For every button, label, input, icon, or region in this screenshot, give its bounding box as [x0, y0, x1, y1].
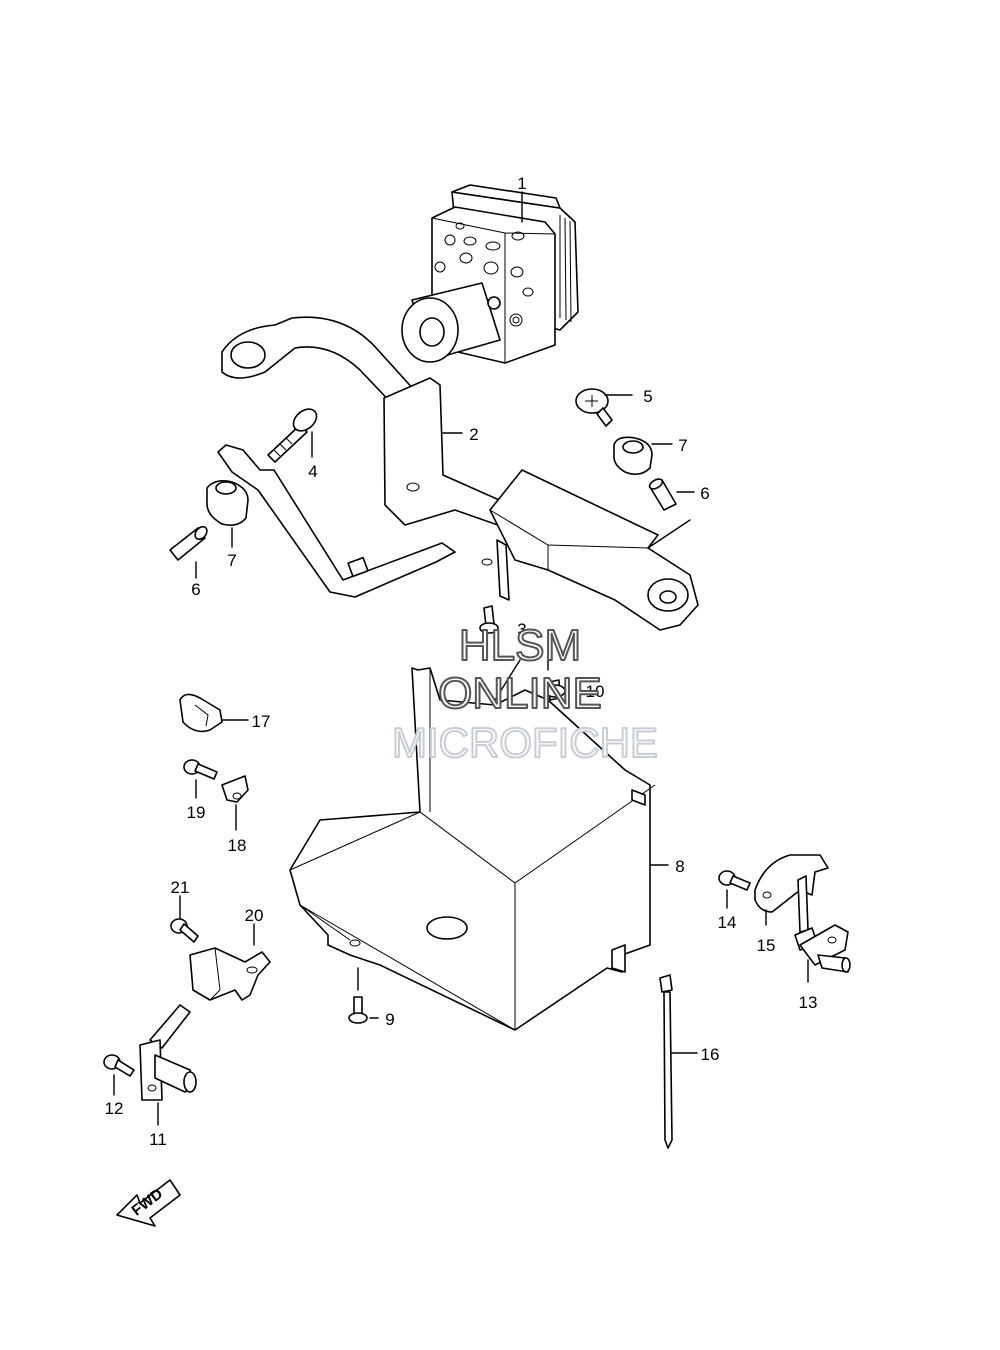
callout-14[interactable]: 14 [718, 913, 737, 932]
abs-unit-bracket[interactable] [217, 316, 699, 631]
callout-8[interactable]: 8 [675, 857, 684, 876]
callout-18[interactable]: 18 [228, 836, 247, 855]
cable-tie-16[interactable] [659, 974, 673, 1149]
callout-7a[interactable]: 7 [227, 551, 236, 570]
callout-16[interactable]: 16 [701, 1045, 720, 1064]
watermark: HLSM ONLINE MICROFICHE [391, 620, 659, 767]
bolt-19[interactable] [183, 759, 218, 780]
callout-12[interactable]: 12 [105, 1099, 124, 1118]
callout-20[interactable]: 20 [245, 906, 264, 925]
front-wheel-speed-sensor[interactable] [139, 1004, 197, 1101]
callout-3[interactable]: 3 [517, 620, 526, 639]
collar-6-left[interactable] [169, 524, 209, 561]
clamp-20[interactable] [189, 947, 271, 1001]
callout-10[interactable]: 10 [586, 682, 605, 701]
fwd-arrow-icon: FWD [116, 1179, 181, 1227]
collar-6-right[interactable] [648, 477, 677, 511]
callout-17[interactable]: 17 [252, 712, 271, 731]
callout-9[interactable]: 9 [385, 1010, 394, 1029]
bolt-9[interactable] [348, 996, 368, 1024]
callout-11[interactable]: 11 [149, 1130, 167, 1149]
callout-15[interactable]: 15 [757, 936, 776, 955]
callout-6b[interactable]: 6 [700, 484, 709, 503]
callout-5[interactable]: 5 [643, 387, 652, 406]
abs-hydraulic-unit[interactable] [401, 184, 579, 364]
rear-wheel-speed-sensor[interactable] [794, 875, 851, 973]
callout-4[interactable]: 4 [308, 462, 317, 481]
clamp-17[interactable] [179, 693, 223, 733]
sensor-bracket[interactable] [754, 854, 829, 913]
bolt-21[interactable] [170, 918, 199, 943]
callout-13[interactable]: 13 [799, 993, 818, 1012]
cushion-7-right[interactable] [613, 436, 653, 476]
cushion-7-left[interactable] [206, 480, 249, 526]
nut-10[interactable] [544, 679, 566, 701]
clamp-18[interactable] [221, 775, 249, 803]
callout-19[interactable]: 19 [187, 803, 206, 822]
callout-6a[interactable]: 6 [191, 580, 200, 599]
bolt-3[interactable] [479, 605, 499, 634]
watermark-line3: MICROFICHE [392, 719, 658, 766]
bolt-4[interactable] [267, 405, 321, 463]
callout-1[interactable]: 1 [517, 174, 526, 193]
bolt-5[interactable] [575, 388, 613, 427]
bolt-14[interactable] [718, 870, 751, 891]
battery-holder[interactable] [289, 667, 656, 1031]
callout-21[interactable]: 21 [171, 878, 190, 897]
callout-2[interactable]: 2 [469, 425, 478, 444]
callout-7b[interactable]: 7 [678, 436, 687, 455]
bolt-12[interactable] [103, 1054, 135, 1077]
watermark-line2: ONLINE [438, 669, 602, 718]
watermark-line1: HLSM [459, 621, 581, 670]
